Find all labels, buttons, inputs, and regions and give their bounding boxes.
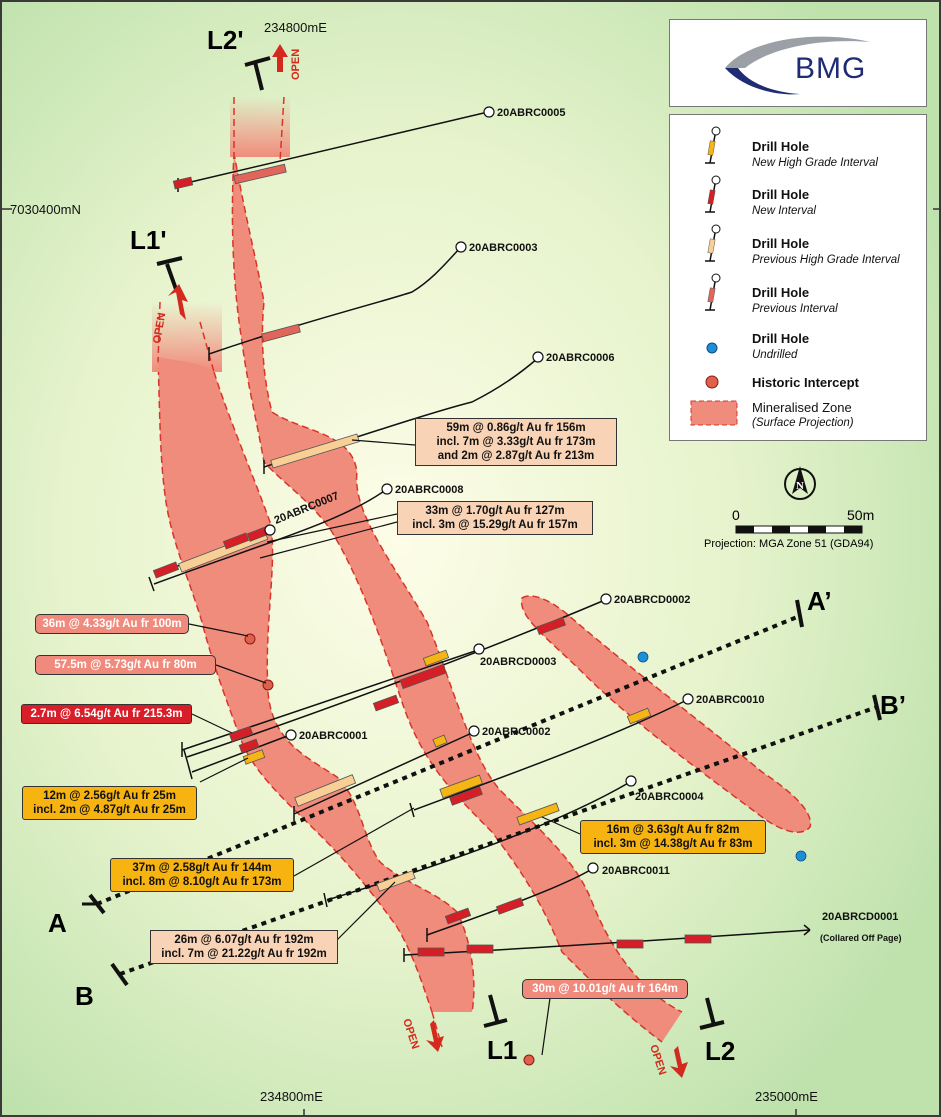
- open-arrow-l1-bottom: [426, 1020, 444, 1052]
- legend-title-3: Drill Hole: [752, 236, 810, 251]
- hole-note-d0001: (Collared Off Page): [820, 933, 902, 943]
- hole-label-0002: 20ABRC0002: [482, 726, 550, 738]
- section-label-a: A: [48, 908, 67, 938]
- open-arrow-l1-top: [168, 284, 188, 320]
- section-label-b: B: [75, 981, 94, 1011]
- drill-hole-interval-icon: [705, 175, 721, 213]
- hole-label-0008: 20ABRC0008: [395, 484, 463, 496]
- undrilled-hole-2: [795, 850, 807, 862]
- legend-sub-5: Undrilled: [752, 349, 798, 361]
- drill-trace-0010: [413, 699, 688, 811]
- intercept-box-historic-3: 30m @ 10.01g/t Au fr 164m: [522, 979, 688, 999]
- section-label-l1-prime: L1': [130, 225, 167, 255]
- legend-title-1: Drill Hole: [752, 139, 810, 154]
- company-logo: BMG: [669, 19, 927, 107]
- hole-label-0006: 20ABRC0006: [546, 352, 614, 364]
- legend-title-7: Mineralised Zone: [752, 400, 852, 415]
- undrilled-hole-1: [637, 651, 649, 663]
- intercept-box-red: 2.7m @ 6.54g/t Au fr 215.3m: [21, 704, 192, 724]
- intercept-box-historic-1: 36m @ 4.33g/t Au fr 100m: [35, 614, 189, 634]
- historic-intercept-3: [523, 1054, 535, 1066]
- legend-title-5: Drill Hole: [752, 331, 810, 346]
- hole-label-0003: 20ABRC0003: [469, 242, 537, 254]
- drill-trace-0008: [153, 488, 388, 585]
- scale-projection: Projection: MGA Zone 51 (GDA94): [704, 538, 874, 550]
- legend-title-6: Historic Intercept: [752, 375, 859, 390]
- scale-end: 50m: [847, 507, 875, 523]
- drill-intervals: [152, 163, 712, 957]
- hole-label-0005: 20ABRC0005: [497, 107, 565, 119]
- legend-sub-7: (Surface Projection): [752, 417, 854, 429]
- coord-bottom-e1: 234800mE: [260, 1089, 323, 1104]
- open-label-l1-top: OPEN: [151, 312, 168, 345]
- open-arrow-l2-bottom: [670, 1046, 688, 1078]
- legend-title-2: Drill Hole: [752, 187, 810, 202]
- section-label-a-prime: A’: [807, 586, 832, 616]
- section-line-a: [82, 599, 804, 915]
- legend-sub-1: New High Grade Interval: [752, 157, 878, 169]
- section-line-b: [110, 694, 882, 987]
- mineralised-zone-west: [152, 301, 475, 1048]
- collars: [264, 106, 694, 874]
- section-label-l2: L2: [705, 1036, 735, 1066]
- coord-top-e: 234800mE: [264, 20, 327, 35]
- drill-trace-0011: [426, 868, 593, 936]
- historic-intercept-icon: [705, 375, 719, 389]
- mineralised-zone-icon: [690, 400, 738, 426]
- legend-title-4: Drill Hole: [752, 285, 810, 300]
- coord-bottom-e2: 235000mE: [755, 1089, 818, 1104]
- section-line-l2: [244, 56, 725, 1030]
- open-arrow-l2-top: [272, 44, 288, 72]
- legend-sub-3: Previous High Grade Interval: [752, 254, 900, 266]
- coord-left-n: 7030400mN: [10, 202, 81, 217]
- open-label-l2-top: OPEN: [290, 49, 302, 80]
- intercept-box-historic-2: 57.5m @ 5.73g/t Au fr 80m: [35, 655, 216, 675]
- drill-hole-high-grade-icon: [705, 126, 721, 164]
- hole-label-d0003: 20ABRCD0003: [480, 656, 556, 668]
- hole-label-0001: 20ABRC0001: [299, 730, 367, 742]
- section-label-l1: L1: [487, 1035, 517, 1065]
- logo-text: BMG: [795, 52, 867, 85]
- mineralised-zone-east: [520, 595, 812, 833]
- hole-label-0010: 20ABRC0010: [696, 694, 764, 706]
- leader-lines: [188, 439, 581, 1056]
- drill-trace-0004: [326, 781, 631, 901]
- drill-trace-0001: [191, 734, 291, 773]
- drill-trace-0005: [177, 111, 489, 186]
- hole-label-0011: 20ABRC0011: [602, 865, 670, 877]
- drill-hole-prev-interval-icon: [705, 273, 721, 311]
- scale-bar: 0 50m Projection: MGA Zone 51 (GDA94): [702, 502, 922, 552]
- legend-sub-4: Previous Interval: [752, 303, 838, 315]
- hole-label-0004: 20ABRC0004: [635, 791, 704, 803]
- map-legend: Drill Hole New High Grade Interval Drill…: [669, 114, 927, 441]
- svg-text:N: N: [796, 480, 804, 492]
- section-label-b-prime: B’: [880, 690, 906, 720]
- hole-label-d0002: 20ABRCD0002: [614, 594, 690, 606]
- legend-sub-2: New Interval: [752, 205, 816, 217]
- scale-zero: 0: [732, 507, 740, 523]
- section-label-l2-prime: L2': [207, 25, 244, 55]
- hole-label-d0001: 20ABRCD0001: [822, 911, 898, 923]
- undrilled-dot-icon: [706, 342, 718, 354]
- north-arrow-icon: N: [784, 466, 816, 500]
- mineralised-zone-central: [230, 96, 683, 1043]
- section-line-l1: [156, 256, 508, 1028]
- historic-intercept-2: [262, 679, 274, 691]
- drill-hole-prev-high-grade-icon: [705, 224, 721, 262]
- drill-trace-0002: [293, 731, 475, 815]
